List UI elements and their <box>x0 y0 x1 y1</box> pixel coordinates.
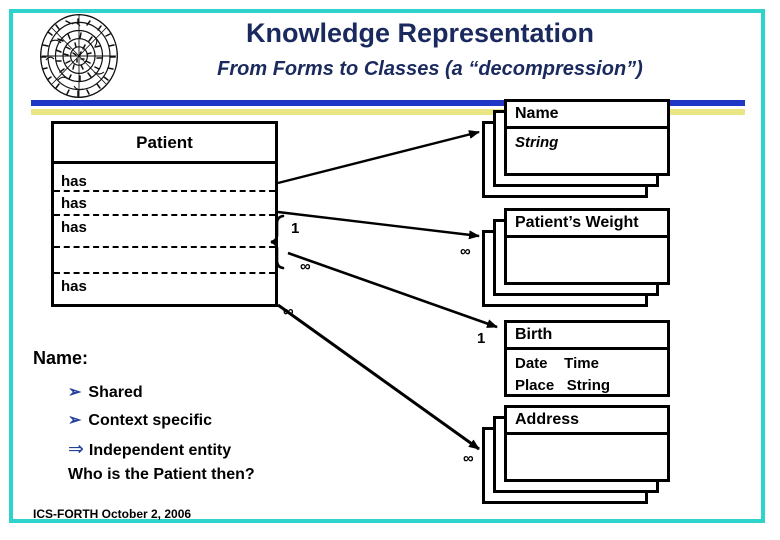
bullet-item-context-specific: ➢ Context specific <box>68 410 212 430</box>
class-attributes-address <box>507 435 667 438</box>
multiplicity-label: ∞ <box>300 258 311 275</box>
attribute-row: has <box>54 192 275 216</box>
bullet-item-question: Who is the Patient then? <box>68 466 255 484</box>
filled-arrow-bullet-icon: ➢ <box>68 412 82 429</box>
bullets-heading: Name: <box>33 348 89 368</box>
class-attributes-birth: Date Time Place String <box>507 350 667 397</box>
class-title-address: Address <box>507 408 667 435</box>
class-card: Birth Date Time Place String <box>504 320 670 397</box>
multiplicity-label: ∞ <box>283 303 294 320</box>
page-subtitle: From Forms to Classes (a “decompression”… <box>217 58 643 80</box>
class-card: Address <box>504 405 670 482</box>
attribute-row: has <box>61 278 87 295</box>
attribute-row <box>54 248 275 274</box>
attribute-item: Date Time <box>515 355 599 372</box>
multiplicity-label: 1 <box>477 330 486 347</box>
class-attribute-rows: has has has has <box>54 164 275 307</box>
header-rule-blue <box>31 100 745 106</box>
slide-footer: ICS-FORTH October 2, 2006 <box>33 507 192 521</box>
multiplicity-label: ∞ <box>460 243 471 260</box>
bullet-label: Independent entity <box>88 442 232 459</box>
class-box-patients-weight[interactable]: Patient’s Weight <box>482 208 670 307</box>
attribute-row: has <box>54 216 275 248</box>
class-box-birth[interactable]: Birth Date Time Place String <box>504 320 670 397</box>
class-card: Patient’s Weight <box>504 208 670 285</box>
bullet-label: Context specific <box>88 412 212 429</box>
class-attributes-patients-weight <box>507 238 667 241</box>
hollow-arrow-bullet-icon: ⇒ <box>68 439 84 460</box>
phaistos-disc-logo-icon <box>28 12 130 100</box>
multiplicity-label: ∞ <box>463 450 474 467</box>
bullet-item-independent-entity: ⇒Independent entity <box>68 438 231 461</box>
class-box-name[interactable]: Name String <box>482 99 670 198</box>
header-rule-yellow <box>31 109 745 115</box>
class-box-patient[interactable]: Patient has has has has <box>51 121 278 307</box>
bullet-item-shared: ➢ Shared <box>68 382 143 402</box>
class-attributes-name: String <box>507 129 667 154</box>
class-card: Name String <box>504 99 670 176</box>
class-title-patients-weight: Patient’s Weight <box>507 211 667 238</box>
class-title-birth: Birth <box>507 323 667 350</box>
attribute-item: String <box>515 134 559 151</box>
class-title-patient: Patient <box>54 124 275 164</box>
filled-arrow-bullet-icon: ➢ <box>68 384 82 401</box>
attribute-row: has <box>54 164 275 192</box>
class-box-address[interactable]: Address <box>482 405 670 504</box>
multiplicity-label: 1 <box>291 220 300 237</box>
bullet-label: Shared <box>88 384 143 401</box>
attribute-item: Place String <box>515 377 611 394</box>
class-title-name: Name <box>507 102 667 129</box>
page-title: Knowledge Representation <box>245 18 595 48</box>
bullet-label: Who is the Patient then? <box>68 466 255 483</box>
